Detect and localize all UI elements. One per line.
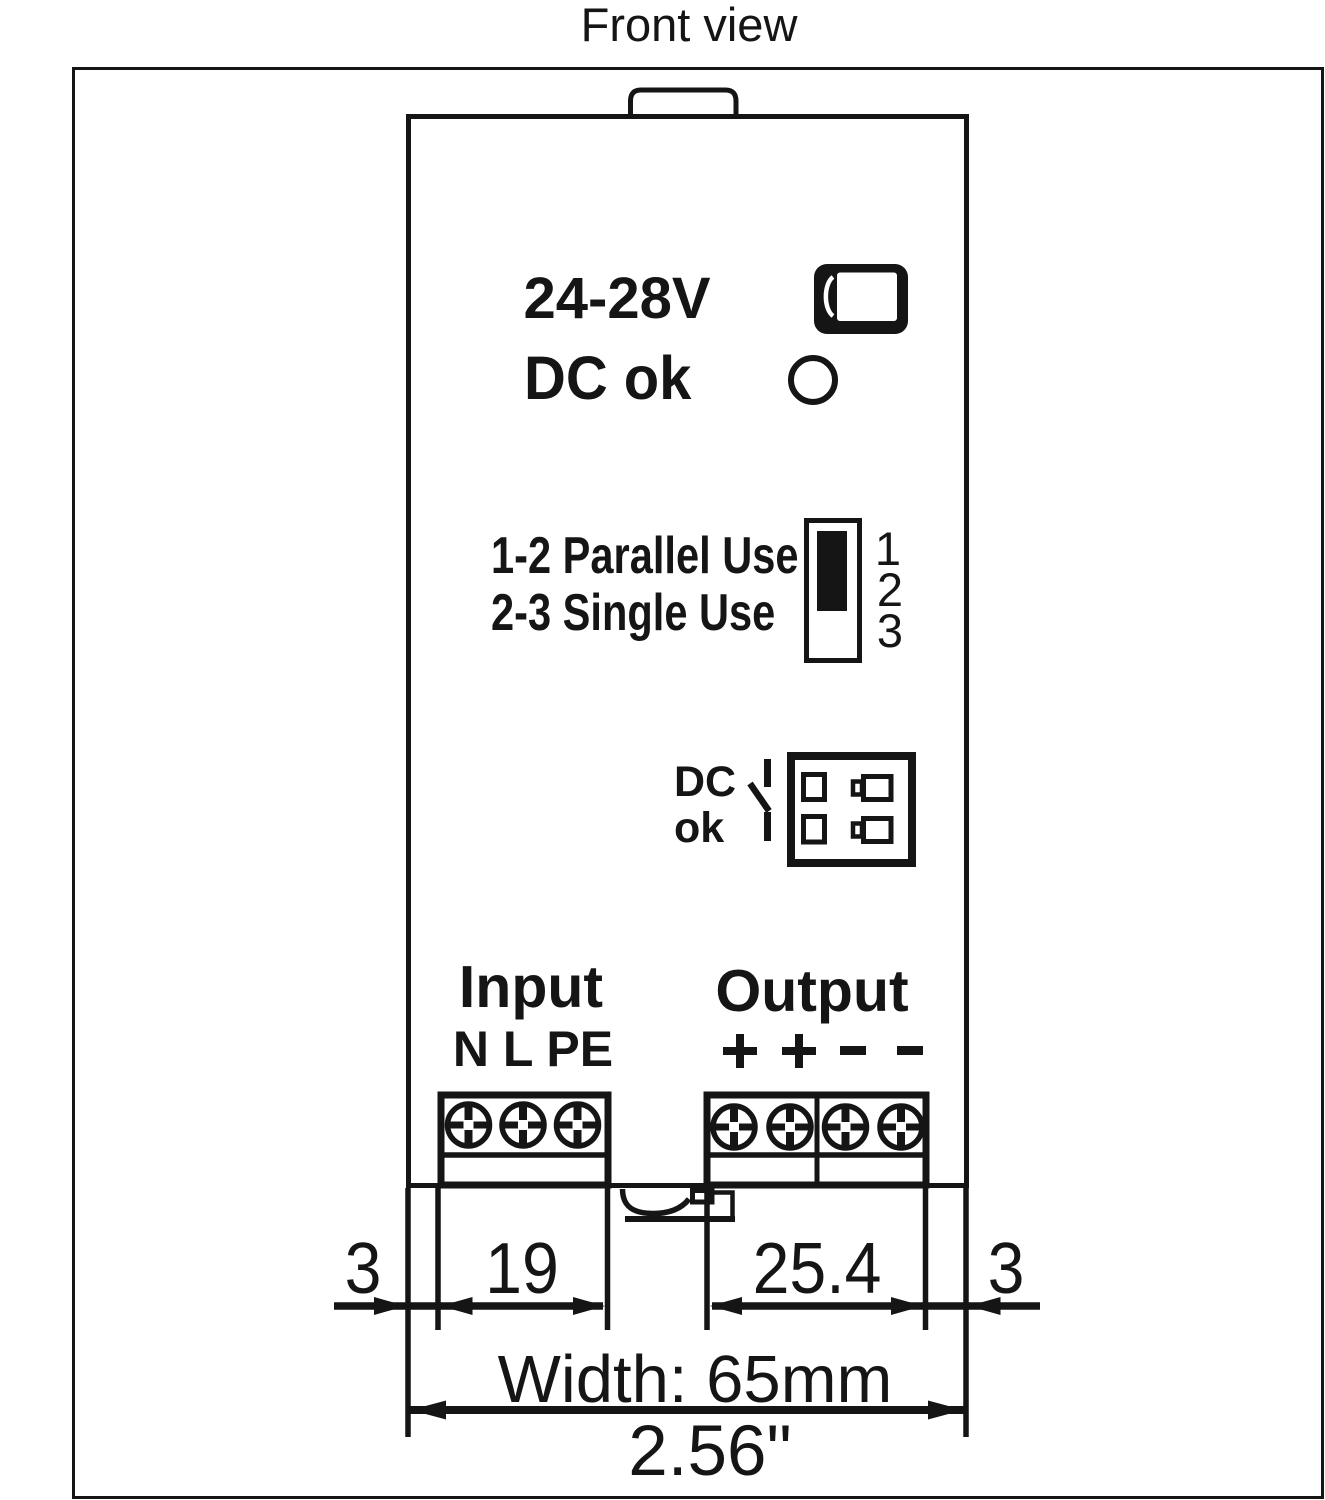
svg-text:2: 2 — [877, 563, 903, 616]
svg-text:N L PE: N L PE — [453, 1021, 613, 1077]
svg-text:1-2 Parallel Use: 1-2 Parallel Use — [491, 526, 799, 585]
svg-text:DC: DC — [674, 758, 736, 806]
svg-text:Front view: Front view — [581, 0, 799, 51]
svg-text:Input: Input — [459, 954, 603, 1020]
svg-text:2-3 Single Use: 2-3 Single Use — [491, 583, 775, 642]
svg-text:2.56": 2.56" — [628, 1412, 791, 1491]
svg-text:24-28V: 24-28V — [523, 266, 710, 331]
svg-text:3: 3 — [877, 604, 903, 657]
svg-text:Width: 65mm: Width: 65mm — [498, 1342, 893, 1417]
svg-text:25.4: 25.4 — [753, 1227, 882, 1308]
svg-text:ok: ok — [674, 804, 724, 852]
svg-text:3: 3 — [345, 1227, 382, 1308]
svg-text:DC ok: DC ok — [524, 344, 692, 413]
svg-text:1: 1 — [875, 522, 901, 575]
svg-text:3: 3 — [988, 1227, 1025, 1308]
svg-text:Output: Output — [715, 958, 908, 1024]
svg-text:19: 19 — [485, 1227, 559, 1308]
